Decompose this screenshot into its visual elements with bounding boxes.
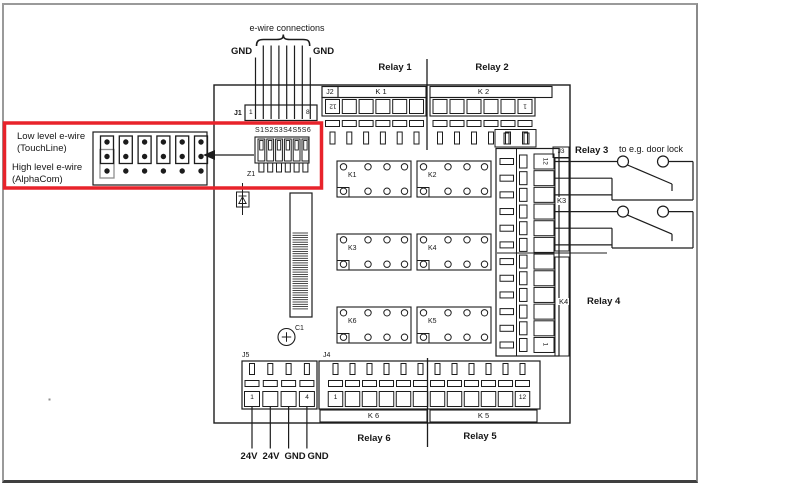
power-label-gnd-2: GND (307, 451, 329, 462)
ewire-connections-text: e-wire connections (249, 23, 325, 33)
k4-group-label: K4 (558, 296, 570, 306)
j5-label: J5 (242, 352, 250, 359)
pin-j3-bottom: 1 (541, 342, 549, 347)
high-level-line2: (AlphaCom) (12, 174, 63, 185)
door-lock-label: to e.g. door lock (619, 144, 684, 154)
low-level-line2: (TouchLine) (17, 143, 67, 154)
relay4-label: Relay 4 (587, 296, 621, 307)
pin-j5-last: 4 (305, 394, 309, 401)
pin-j4-last: 12 (518, 394, 527, 401)
component-k5-label: K5 (428, 318, 437, 325)
c1-label: C1 (295, 325, 304, 332)
header-k2: K 2 (477, 87, 490, 96)
header-k6: K 6 (367, 411, 380, 420)
component-k6-label: K6 (348, 318, 357, 325)
low-level-line1: Low level e-wire (17, 131, 86, 142)
pin-j1-last: 8 (306, 109, 310, 116)
pin-j2-first: 12 (328, 102, 337, 110)
j1-label: J1 (234, 110, 242, 117)
k3-group-label: K3 (556, 196, 568, 205)
component-k4-label: K4 (428, 245, 437, 252)
component-k2-label: K2 (428, 172, 437, 179)
relay5-label: Relay 5 (463, 431, 497, 442)
gnd-right-label: GND (313, 46, 335, 57)
outer-frame (2, 3, 698, 483)
relay6-label: Relay 6 (357, 433, 391, 444)
header-k5: K 5 (477, 411, 490, 420)
relay2-label: Relay 2 (475, 62, 509, 73)
power-label-24v-2: 24V (262, 451, 280, 462)
pin-j5-first: 1 (250, 394, 254, 401)
pin-j4-first: 1 (333, 394, 338, 401)
dip-switch-label: S1S2S3S4S5S6 (255, 126, 312, 134)
relay1-label: Relay 1 (378, 62, 412, 73)
relay3-label: Relay 3 (575, 145, 609, 156)
j4-label: J4 (323, 352, 331, 359)
gnd-left-label: GND (231, 46, 253, 57)
j3-label: J3 (557, 147, 565, 155)
power-label-gnd-1: GND (284, 451, 306, 462)
pin-j1-first: 1 (249, 109, 253, 116)
component-k3-label: K3 (348, 245, 357, 252)
z1-label: Z1 (247, 170, 256, 178)
power-label-24v-1: 24V (240, 451, 258, 462)
pin-j2-last: 1 (523, 102, 527, 110)
high-level-line1: High level e-wire (12, 162, 83, 173)
pin-j3-top: 12 (541, 157, 549, 165)
header-k1: K 1 (375, 87, 387, 96)
component-k1-label: K1 (348, 172, 357, 179)
j2-label: J2 (326, 88, 334, 96)
ewire-connections-label: e-wire connections (243, 24, 331, 33)
